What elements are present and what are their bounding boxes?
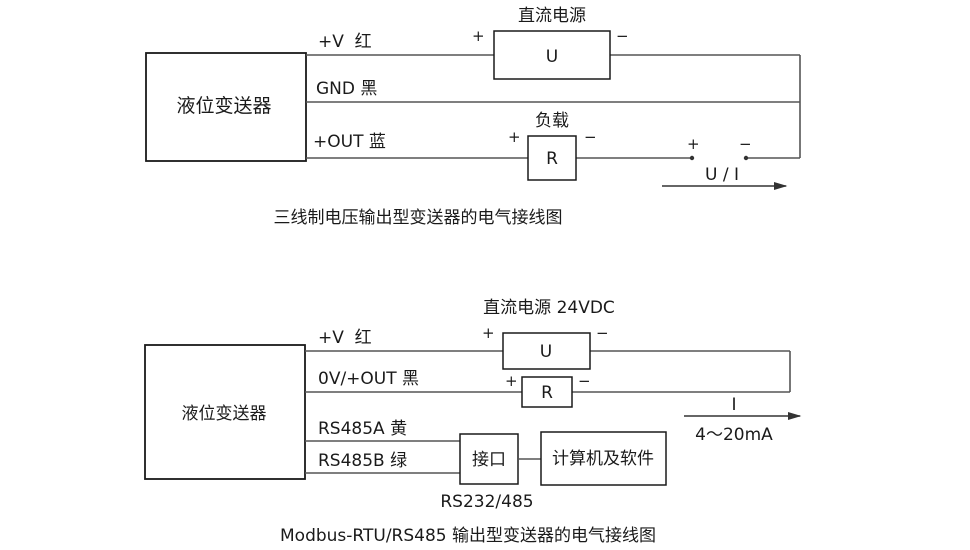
power-supply-box — [493, 30, 611, 80]
out-wire-label: 0V/+OUT 黑 — [318, 369, 419, 389]
transmitter-box — [144, 344, 306, 480]
meter-minus: − — [739, 135, 752, 153]
power-supply-plus: + — [472, 27, 485, 45]
diagram-three-wire-voltage: 液位变送器 +V 红 U 直流电源 + − GND 黑 +OUT 蓝 R 负载 … — [145, 6, 801, 228]
resistor-box — [521, 376, 573, 408]
resistor-label: R — [541, 383, 553, 403]
rs485a-wire-label: RS485A 黄 — [318, 419, 407, 439]
load-plus: + — [508, 128, 521, 146]
power-supply-label: U — [546, 47, 558, 67]
resistor-plus: + — [505, 372, 518, 390]
vplus-wire-label: +V 红 — [318, 328, 372, 348]
load-label: R — [546, 149, 558, 169]
transmitter-label: 液位变送器 — [182, 404, 267, 424]
interface-label: 接口 — [472, 450, 506, 470]
out-wire-label: +OUT 蓝 — [313, 132, 386, 152]
gnd-wire-label: GND 黑 — [316, 79, 377, 99]
power-supply-minus: − — [596, 324, 609, 342]
load-box — [527, 135, 577, 181]
resistor-minus: − — [578, 372, 591, 390]
interface-protocol: RS232/485 — [440, 492, 533, 512]
computer-label: 计算机及软件 — [552, 449, 654, 469]
transmitter-label: 液位变送器 — [176, 95, 271, 117]
current-range: 4～20mA — [695, 425, 773, 445]
meter-label: U / I — [705, 165, 739, 185]
rs485b-wire-label: RS485B 绿 — [318, 451, 407, 471]
power-supply-label: U — [540, 342, 552, 362]
interface-box — [459, 433, 519, 485]
diagram2-caption: Modbus-RTU/RS485 输出型变送器的电气接线图 — [280, 526, 656, 546]
load-minus: − — [584, 128, 597, 146]
current-label: I — [731, 395, 736, 415]
meter-terminal-minus — [743, 155, 749, 161]
diagram-modbus-rs485: 液位变送器 +V 红 U 直流电源 24VDC + − 0V/+OUT 黑 R … — [144, 298, 802, 546]
power-supply-title: 直流电源 — [518, 6, 586, 26]
diagram1-caption: 三线制电压输出型变送器的电气接线图 — [274, 208, 563, 228]
transmitter-box — [145, 52, 307, 162]
meter-plus: + — [687, 135, 700, 153]
power-supply-box — [502, 332, 591, 370]
power-supply-minus: − — [616, 27, 629, 45]
meter-terminal-plus — [689, 155, 695, 161]
computer-box — [540, 431, 667, 486]
load-title: 负载 — [535, 111, 569, 131]
vplus-wire-label: +V 红 — [318, 32, 372, 52]
power-supply-plus: + — [482, 324, 495, 342]
power-supply-title: 直流电源 24VDC — [483, 298, 615, 318]
